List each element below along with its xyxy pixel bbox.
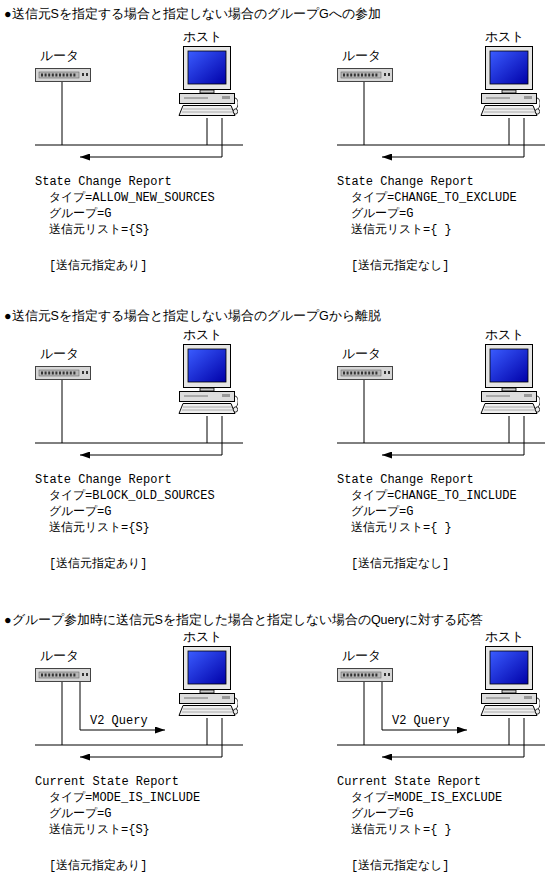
router-device: ルータ (337, 366, 393, 380)
panel-caption: [送信元指定なし] (351, 557, 449, 571)
network-panel (337, 647, 545, 746)
message-label: V2 Query (90, 714, 148, 728)
network-panel (35, 47, 243, 146)
message-label: V2 Query (392, 714, 450, 728)
report-field: 送信元リスト={ } (351, 223, 452, 237)
router-device: ルータ (35, 68, 91, 82)
network-panel (337, 345, 545, 444)
report-field: State Change Report (35, 175, 172, 189)
report-arrow (382, 416, 524, 455)
router-device: ルータ (337, 668, 393, 682)
report-field: 送信元リスト={ } (351, 823, 452, 837)
device-label: ルータ (342, 649, 381, 663)
report-field: タイプ=CHANGE_TO_EXCLUDE (351, 191, 517, 205)
section-heading: ●グループ参加時に送信元Sを指定した場合と指定しない場合のQueryに対する応答 (4, 613, 483, 627)
report-field: 送信元リスト={S} (49, 521, 150, 535)
panel-caption: [送信元指定あり] (49, 259, 147, 273)
host-computer: ホスト (178, 46, 238, 118)
host-computer: ホスト (480, 46, 540, 118)
device-label: ルータ (40, 49, 79, 63)
router-device: ルータ (35, 366, 91, 380)
report-field: State Change Report (337, 473, 474, 487)
section-heading: ●送信元Sを指定する場合と指定しない場合のグループGから離脱 (4, 309, 381, 323)
device-label: ルータ (342, 347, 381, 361)
host-computer: ホスト (178, 344, 238, 416)
report-field: タイプ=MODE_IS_EXCLUDE (351, 791, 502, 805)
router-device: ルータ (337, 68, 393, 82)
report-field: State Change Report (337, 175, 474, 189)
section-heading: ●送信元Sを指定する場合と指定しない場合のグループGへの参加 (4, 7, 381, 21)
query-arrow (382, 682, 467, 730)
report-arrow (80, 118, 222, 157)
device-label: ルータ (40, 649, 79, 663)
report-field: 送信元リスト={ } (351, 521, 452, 535)
report-field: グループ=G (351, 505, 413, 519)
report-field: State Change Report (35, 473, 172, 487)
report-field: グループ=G (351, 807, 413, 821)
report-arrow (382, 118, 524, 157)
device-label: ホスト (485, 630, 524, 644)
host-computer: ホスト (480, 344, 540, 416)
device-label: ホスト (183, 30, 222, 44)
network-panel (35, 345, 243, 444)
report-field: グループ=G (351, 207, 413, 221)
panel-caption: [送信元指定なし] (351, 259, 449, 273)
report-field: タイプ=ALLOW_NEW_SOURCES (49, 191, 215, 205)
report-field: 送信元リスト={S} (49, 223, 150, 237)
report-field: グループ=G (49, 807, 111, 821)
device-label: ホスト (183, 328, 222, 342)
network-panel (337, 47, 545, 146)
router-device: ルータ (35, 668, 91, 682)
report-field: グループ=G (49, 505, 111, 519)
report-field: Current State Report (35, 775, 179, 789)
report-arrow (80, 416, 222, 455)
query-arrow (80, 682, 165, 730)
report-field: Current State Report (337, 775, 481, 789)
host-computer: ホスト (178, 646, 238, 718)
panel-caption: [送信元指定あり] (49, 859, 147, 873)
device-label: ホスト (485, 30, 524, 44)
network-panel (35, 647, 243, 746)
device-label: ルータ (40, 347, 79, 361)
host-computer: ホスト (480, 646, 540, 718)
report-field: 送信元リスト={S} (49, 823, 150, 837)
report-field: タイプ=CHANGE_TO_INCLUDE (351, 489, 517, 503)
device-label: ルータ (342, 49, 381, 63)
panel-caption: [送信元指定なし] (351, 859, 449, 873)
device-label: ホスト (485, 328, 524, 342)
report-field: タイプ=BLOCK_OLD_SOURCES (49, 489, 215, 503)
report-field: グループ=G (49, 207, 111, 221)
panel-caption: [送信元指定あり] (49, 557, 147, 571)
report-field: タイプ=MODE_IS_INCLUDE (49, 791, 200, 805)
device-label: ホスト (183, 630, 222, 644)
